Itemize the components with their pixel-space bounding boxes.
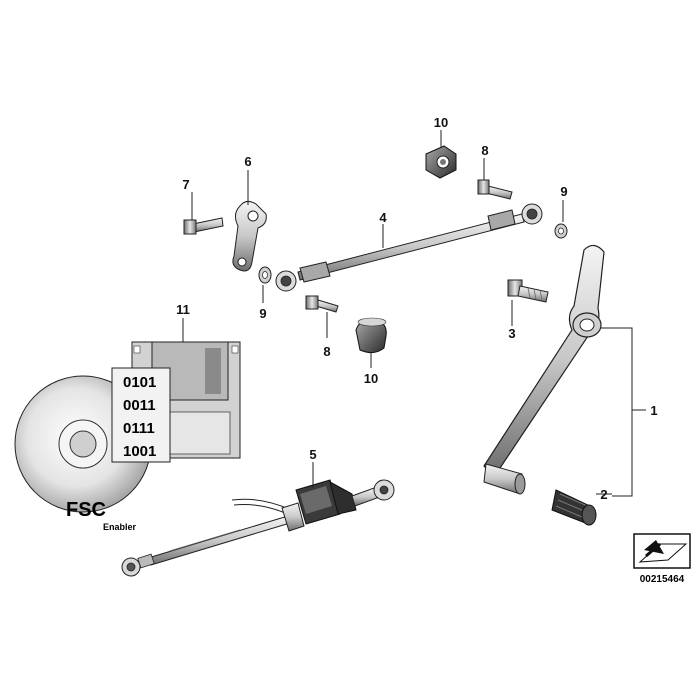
callout-8: 8 (323, 344, 330, 359)
callout-8: 8 (481, 143, 488, 158)
selector-lever (183, 200, 272, 284)
leader-lines (182, 130, 646, 497)
binary-line: 0011 (123, 397, 156, 414)
shift-rubber (551, 489, 597, 526)
callout-9: 9 (259, 306, 266, 321)
callout-4: 4 (379, 210, 387, 225)
pivot-bolt (507, 279, 549, 303)
callout-7: 7 (182, 177, 189, 192)
shift-rod (275, 179, 568, 292)
fsc-enabler: 0101 0011 0111 1001 FSC Enabler (14, 341, 241, 532)
callout-10: 10 (364, 371, 378, 386)
callout-10: 10 (434, 115, 448, 130)
direction-arrow-icon (638, 540, 688, 563)
direction-box: 00215464 (633, 533, 691, 585)
fsc-caption: Enabler (103, 522, 137, 532)
callout-2: 2 (600, 487, 607, 502)
rubber-cap (355, 317, 387, 354)
binary-line: 0111 (123, 420, 155, 437)
callout-5: 5 (309, 447, 316, 462)
binary-line: 0101 (123, 374, 156, 391)
callout-9: 9 (560, 184, 567, 199)
callout-11: 11 (176, 302, 190, 317)
gear-shift-lever (483, 244, 605, 495)
gearshift-linkage (121, 479, 395, 577)
callout-1: 1 (650, 403, 657, 418)
binary-line: 1001 (123, 443, 156, 460)
callout-6: 6 (244, 154, 251, 169)
bolt (305, 295, 339, 313)
hex-nut (425, 145, 457, 179)
callout-numbers: 1 2 3 4 5 6 7 8 8 9 9 10 10 11 (176, 115, 657, 502)
fsc-logo-text: FSC (66, 499, 106, 521)
part-number: 00215464 (640, 574, 685, 585)
callout-3: 3 (508, 326, 515, 341)
